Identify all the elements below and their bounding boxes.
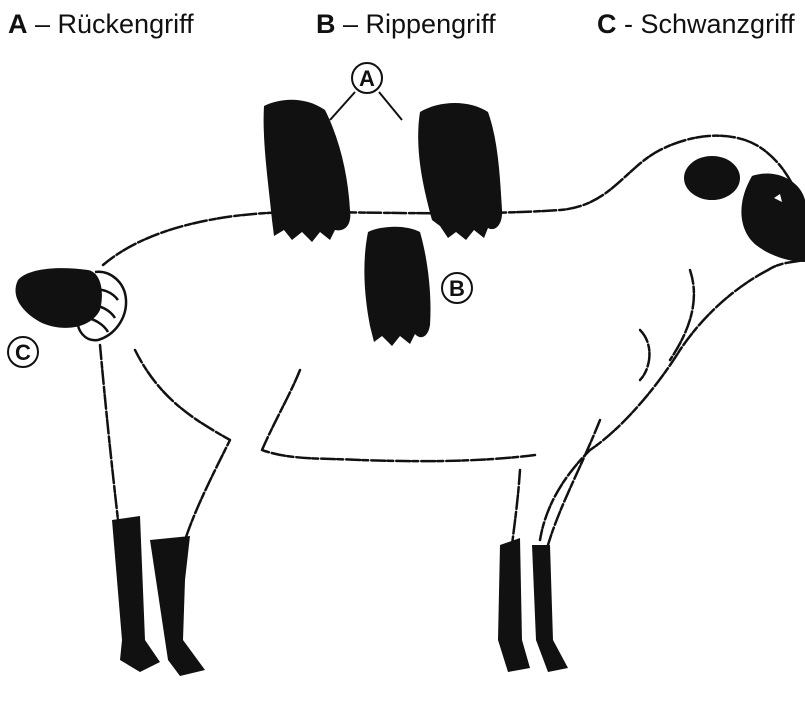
callout-b-label: B [449,276,465,301]
callout-c: C [8,337,38,367]
hand-a-left [264,100,351,242]
sheep-flank-outline [262,370,300,450]
callout-b: B [442,273,472,303]
sheep-fore-leg2-dark [532,545,568,672]
sheep-ear-patch [684,156,740,200]
callout-a: A [330,63,402,120]
callout-a-label: A [359,66,375,91]
sheep-belly-outline [262,450,535,461]
callout-c-label: C [15,340,31,365]
sheep-hindleg-outline [100,345,230,540]
sheep-chest-outline [540,270,768,540]
hand-b [364,227,430,346]
sheep-face-patch [741,173,805,262]
sheep-fore-leg-dark [498,538,530,672]
sheep-hind-leg2-dark [150,536,205,676]
sheep-neck-texture [640,270,694,380]
hand-a-right [418,103,502,240]
sheep-foreleg-outline [512,420,600,545]
sheep-hind-hock-dark [112,516,160,672]
